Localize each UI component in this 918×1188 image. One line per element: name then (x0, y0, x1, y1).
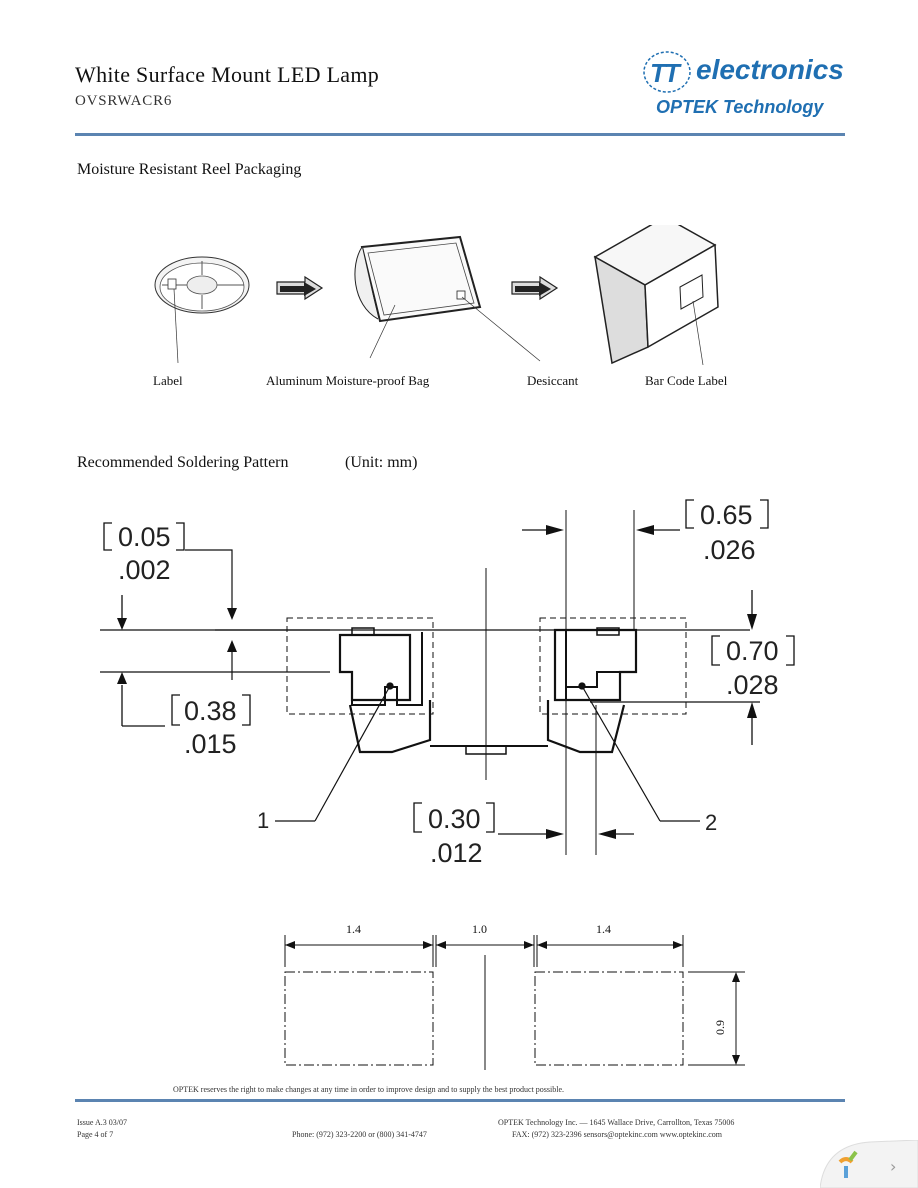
dim-0.65-in: .026 (703, 535, 756, 565)
box-icon (593, 225, 719, 366)
svg-text:T: T (664, 58, 682, 88)
disclaimer: OPTEK reserves the right to make changes… (173, 1085, 565, 1094)
logo-brand-text: electronics (696, 54, 844, 85)
callout-1: 1 (257, 808, 270, 833)
part-number: OVSRWACR6 (75, 93, 173, 109)
pad-height: 0.9 (713, 1020, 727, 1035)
viewer-corner-widget[interactable]: › (820, 1140, 918, 1188)
svg-text:T: T (650, 58, 668, 88)
logo-subtitle: OPTEK Technology (656, 97, 824, 117)
bag-caption: Aluminum Moisture-proof Bag (266, 373, 430, 388)
app-logo-icon (838, 1150, 858, 1178)
next-arrow-icon: › (890, 1157, 896, 1176)
soldering-unit: (Unit: mm) (345, 454, 418, 471)
document-title: White Surface Mount LED Lamp (75, 62, 380, 87)
dim-0.70-mm: 0.70 (726, 636, 779, 666)
dim-0.05-mm: 0.05 (118, 522, 171, 552)
fax-text: FAX: (972) 323-2396 sensors@optekinc.com… (512, 1130, 722, 1139)
arrow-right-icon (276, 275, 324, 301)
dim-0.38-in: .015 (184, 729, 237, 759)
arrow-right-icon (511, 275, 559, 301)
dim-0.38-mm: 0.38 (184, 696, 237, 726)
pad-gap: 1.0 (472, 922, 487, 936)
header-rule (75, 133, 845, 136)
dim-0.30-mm: 0.30 (428, 804, 481, 834)
soldering-heading: Recommended Soldering Pattern (77, 454, 289, 471)
desiccant-caption: Desiccant (527, 373, 579, 388)
callout-2: 2 (705, 810, 718, 835)
soldering-dimension-drawing (100, 499, 795, 855)
address-text: OPTEK Technology Inc. — 1645 Wallace Dri… (498, 1118, 735, 1127)
pad-layout-drawing (284, 935, 745, 1070)
label-caption: Label (153, 373, 183, 388)
reel-icon (154, 256, 250, 364)
packaging-heading: Moisture Resistant Reel Packaging (77, 161, 302, 178)
dim-0.70-in: .028 (726, 670, 779, 700)
phone-text: Phone: (972) 323-2200 or (800) 341-4747 (292, 1130, 427, 1139)
footer-rule (75, 1099, 845, 1102)
barcode-caption: Bar Code Label (645, 373, 728, 388)
tt-logo-icon: T T (643, 51, 691, 93)
moisture-bag-icon (354, 235, 541, 362)
dim-0.30-in: .012 (430, 838, 483, 868)
page-number: Page 4 of 7 (77, 1130, 114, 1139)
pad-width-left: 1.4 (346, 922, 361, 936)
issue-text: Issue A.3 03/07 (77, 1118, 127, 1127)
pad-width-right: 1.4 (596, 922, 611, 936)
dim-0.65-mm: 0.65 (700, 500, 753, 530)
packaging-diagram (154, 225, 719, 366)
dim-0.05-in: .002 (118, 555, 171, 585)
